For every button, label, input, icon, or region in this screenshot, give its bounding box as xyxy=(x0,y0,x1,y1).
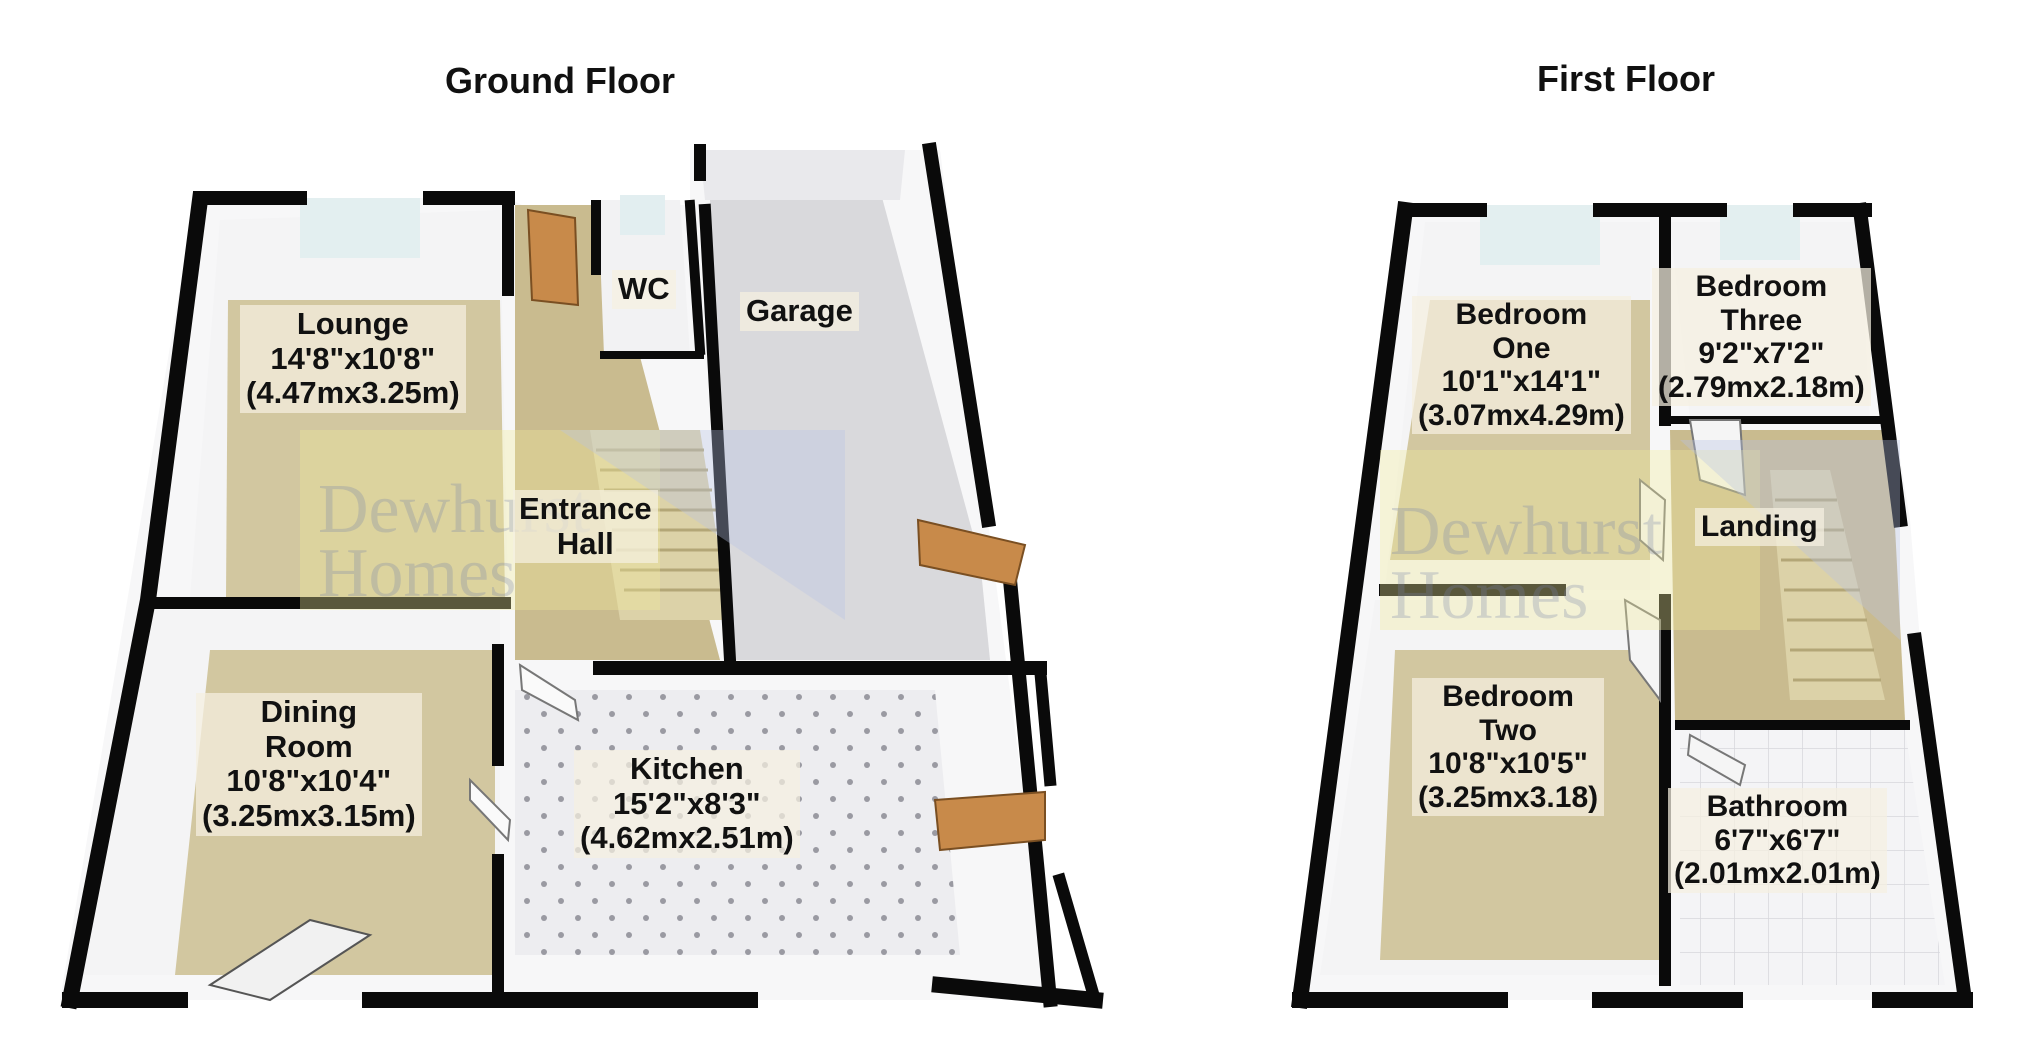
patio-doors xyxy=(207,918,373,1002)
bedroom-three-door xyxy=(1688,419,1747,497)
wc-window xyxy=(620,195,665,235)
garage-door-panel xyxy=(700,150,905,200)
first-floor-watermark-text: Dewhurst Homes xyxy=(1390,493,1663,635)
hall-door xyxy=(518,663,580,722)
bedroom-one-label: Bedroom One 10'1"x14'1" (3.07mx4.29m) xyxy=(1412,296,1631,435)
bedroom-three-window xyxy=(1720,205,1800,260)
lounge-window xyxy=(300,198,420,258)
garage-label: Garage xyxy=(740,292,859,331)
ground-stairs xyxy=(590,430,730,620)
landing-label: Landing xyxy=(1695,508,1824,546)
bedroom-two-door xyxy=(1623,598,1661,703)
first-floor-walls xyxy=(1291,201,1973,1009)
bedroom-one-window xyxy=(1480,205,1600,265)
dining-room-label: Dining Room 10'8"x10'4" (3.25mx3.15m) xyxy=(196,693,422,836)
kitchen-label: Kitchen 15'2"x8'3" (4.62mx2.51m) xyxy=(574,750,800,859)
garage-side-door xyxy=(916,518,1027,587)
ground-floor-title: Ground Floor xyxy=(445,60,675,101)
first-floor-title: First Floor xyxy=(1537,58,1715,99)
first-floor-doors xyxy=(1623,419,1747,787)
kitchen-back-door xyxy=(933,790,1046,852)
bathroom-door xyxy=(1686,733,1747,787)
wc-label: WC xyxy=(612,270,676,309)
entrance-hall-label: Entrance Hall xyxy=(513,490,658,564)
lounge-label: Lounge 14'8"x10'8" (4.47mx3.25m) xyxy=(240,305,466,414)
dining-door xyxy=(469,777,512,843)
bedroom-two-label: Bedroom Two 10'8"x10'5" (3.25mx3.18) xyxy=(1412,678,1605,817)
bedroom-one-door xyxy=(1639,477,1667,563)
bathroom-label: Bathroom 6'7"x6'7" (2.01mx2.01m) xyxy=(1668,788,1887,893)
ground-walls xyxy=(60,142,1104,1010)
bedroom-three-label: Bedroom Three 9'2"x7'2" (2.79mx2.18m) xyxy=(1652,268,1871,407)
ground-doors xyxy=(207,208,1046,1002)
front-door xyxy=(526,208,580,307)
